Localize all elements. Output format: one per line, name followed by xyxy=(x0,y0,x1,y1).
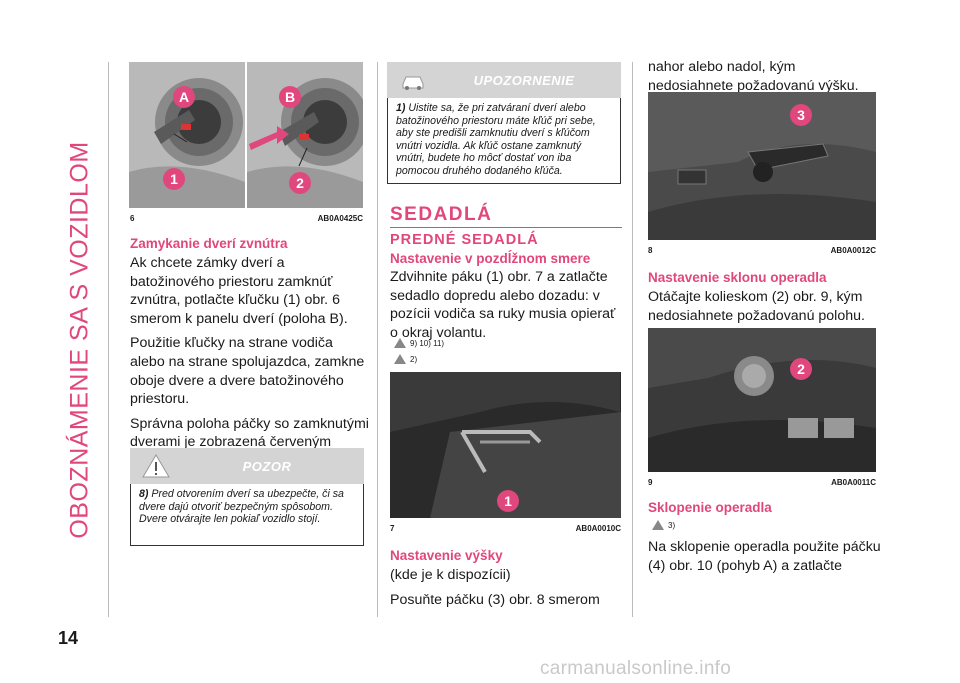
sub-heading: PREDNÉ SEDADLÁ xyxy=(390,232,539,248)
body-text: Otáčajte kolieskom (2) obr. 9, kým nedos… xyxy=(648,289,865,324)
car-warning-icon xyxy=(402,76,424,90)
warning-title: UPOZORNENIE xyxy=(473,72,575,88)
paragraph: Použitie kľučky na strane vodiča alebo n… xyxy=(130,335,365,408)
column-divider xyxy=(632,62,633,617)
column-divider xyxy=(377,62,378,617)
figure-7-seat-lever: 1 xyxy=(390,372,621,518)
warning-box-body: 8) Pred otvorením dverí sa ubezpečte, či… xyxy=(130,484,364,546)
page-number: 14 xyxy=(58,628,79,648)
section-heading: Sklopenie operadla xyxy=(648,500,772,515)
figure-caption: 8 AB0A0012C xyxy=(648,246,876,255)
side-divider xyxy=(108,62,109,617)
warning-box-header: POZOR xyxy=(130,448,364,484)
figure-8-height-lever: 3 xyxy=(648,92,876,240)
figure-6-door-lock: A B 1 2 xyxy=(129,62,363,208)
figure-9-recline-knob: 2 xyxy=(648,328,876,472)
section-heading: Zamykanie dverí zvnútra xyxy=(130,236,288,251)
figure-code: AB0A0012C xyxy=(830,246,876,255)
paragraph: Posuňte páčku (3) obr. 8 smerom xyxy=(390,591,600,608)
section-heading: Nastavenie výšky xyxy=(390,548,503,563)
figure-caption: 6 AB0A0425C xyxy=(130,214,363,223)
warning-title: POZOR xyxy=(242,458,292,474)
figure-code: AB0A0010C xyxy=(575,524,621,533)
chapter-heading: SEDADLÁ xyxy=(390,204,493,225)
section-heading: Nastavenie sklonu operadla xyxy=(648,270,827,285)
warning-triangle-icon xyxy=(142,454,170,478)
body-text: Zdvihnite páku (1) obr. 7 a zatlačte sed… xyxy=(390,269,616,341)
figure-code: AB0A0425C xyxy=(317,214,363,223)
warning-refs: 9) 10) 11) xyxy=(394,338,444,348)
callout-badge: 1 xyxy=(163,168,185,190)
figure-caption: 9 AB0A0011C xyxy=(648,478,876,487)
callout-badge: 2 xyxy=(289,172,311,194)
warning-number: 1) xyxy=(396,102,406,114)
warning-box-header: UPOZORNENIE xyxy=(387,62,621,98)
heading-underline xyxy=(390,227,622,228)
callout-badge: 2 xyxy=(790,358,812,380)
figure-number: 8 xyxy=(648,246,653,255)
callout-badge: 1 xyxy=(497,490,519,512)
paragraph: (kde je k dispozícii) xyxy=(390,567,511,583)
figure-number: 6 xyxy=(130,214,135,223)
warning-text: Pred otvorením dverí sa ubezpečte, či sa… xyxy=(139,488,344,526)
paragraph: Ak chcete zámky dverí a batožinového pri… xyxy=(130,255,348,327)
body-text: Na sklopenie operadla použite páčku (4) … xyxy=(648,539,881,574)
warning-triangle-icon xyxy=(652,520,664,530)
warning-triangle-icon xyxy=(394,354,406,364)
watermark: carmanualsonline.info xyxy=(540,658,732,679)
callout-badge: 3 xyxy=(790,104,812,126)
ref-numbers: 9) 10) 11) xyxy=(410,338,445,348)
callout-badge: A xyxy=(173,86,195,108)
warning-triangle-icon xyxy=(394,338,406,348)
warning-refs: 3) xyxy=(652,520,675,530)
figure-caption: 7 AB0A0010C xyxy=(390,524,621,533)
figure-code: AB0A0011C xyxy=(831,478,876,487)
body-text: (kde je k dispozícii) Posuňte páčku (3) … xyxy=(390,566,626,615)
section-heading: Nastavenie v pozdĺžnom smere xyxy=(390,251,591,266)
warning-refs: 2) xyxy=(394,354,417,364)
section-side-title: OBOZNÁMENIE SA S VOZIDLOM xyxy=(65,141,94,539)
body-text: nahor alebo nadol, kým nedosiahnete poža… xyxy=(648,59,859,94)
figure-number: 7 xyxy=(390,524,395,533)
body-text: Ak chcete zámky dverí a batožinového pri… xyxy=(130,254,370,477)
ref-numbers: 3) xyxy=(668,520,676,530)
ref-numbers: 2) xyxy=(410,354,418,364)
warning-box-body: 1) Uistite sa, že pri zatváraní dverí al… xyxy=(387,98,621,184)
figure-number: 9 xyxy=(648,478,653,487)
warning-number: 8) xyxy=(139,488,149,500)
warning-text: Uistite sa, že pri zatváraní dverí alebo… xyxy=(396,102,596,177)
callout-badge: B xyxy=(279,86,301,108)
